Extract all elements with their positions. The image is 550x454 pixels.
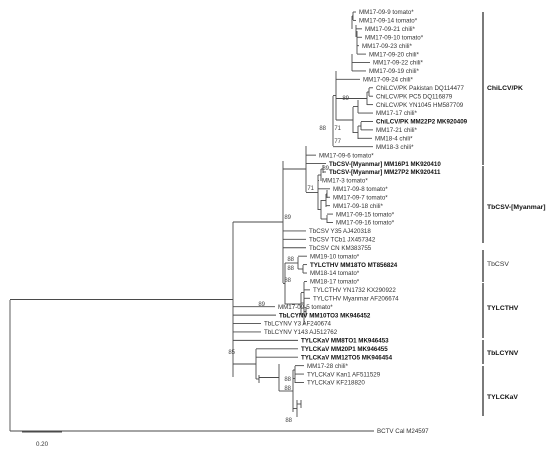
- taxon-label: MM17-09-18 chili*: [333, 203, 383, 210]
- taxon-label: MM17-09-10 tomato*: [365, 34, 424, 41]
- clade-label: TbCSV-[Myanmar]: [487, 204, 546, 211]
- clade-label: ChiLCV/PK: [487, 85, 523, 92]
- taxon-labels: MM17-09-9 tomato*MM17-09-14 tomato*MM17-…: [264, 9, 468, 435]
- taxon-label: TYLCKaV MM8TO1 MK946453: [301, 338, 389, 345]
- clade-label: TYLCKaV: [487, 394, 518, 401]
- taxon-label: TYLCKaV KF218820: [307, 380, 365, 387]
- clade-label: TYLCTHV: [487, 305, 519, 312]
- taxon-label: MM18-14 tomato*: [310, 270, 360, 277]
- taxon-label: MM18-17 tomato*: [310, 279, 360, 286]
- scale-bar-label: 0.20: [36, 441, 49, 448]
- clade-label: TbCSV: [487, 261, 509, 268]
- taxon-label: TYLCKaV Kan1 AF511529: [307, 371, 381, 378]
- taxon-label: MM17-09-19 chili*: [369, 68, 419, 75]
- taxon-label: TbCSV-[Myanmar] MM27P2 MK920411: [329, 169, 441, 176]
- taxon-label: MM18-4 chili*: [375, 136, 413, 143]
- tree-branches: [9, 11, 374, 432]
- taxon-label: MM17-09-9 tomato*: [359, 9, 414, 16]
- taxon-label: MM17-09-16 tomato*: [336, 220, 395, 227]
- bootstrap-value: 88: [287, 257, 294, 263]
- bootstrap-value: 88: [284, 377, 291, 383]
- bootstrap-value: 85: [228, 350, 235, 356]
- bootstrap-value: 88: [287, 266, 294, 272]
- taxon-label: MM18-3 chili*: [376, 144, 414, 151]
- taxon-label: TYLCTHV Myanmar AF206674: [313, 295, 399, 302]
- taxon-label: TbCSV TCb1 JX457342: [309, 237, 376, 244]
- bootstrap-value: 88: [285, 418, 292, 424]
- taxon-label: TYLCKaV MM20P1 MK946455: [301, 346, 388, 353]
- taxon-label: TYLCKaV MM12TO5 MK946454: [301, 354, 393, 361]
- taxon-label: MM17-09-15 tomato*: [336, 211, 395, 218]
- taxon-label: MM17-17 chili*: [376, 110, 418, 117]
- taxon-label: MM17-09-8 tomato*: [333, 186, 388, 193]
- bootstrap-value: 77: [334, 139, 341, 145]
- taxon-label: MM17-09-23 chili*: [362, 43, 412, 50]
- bootstrap-value: 71: [334, 126, 341, 132]
- taxon-label: MM17-28 chili*: [307, 363, 349, 370]
- bootstrap-value: 89: [342, 96, 349, 102]
- clade-groups: ChiLCV/PK TbCSV-[Myanmar] TbCSV TYLCTHV TbLC…: [482, 12, 546, 416]
- taxon-label: MM17-09-21 chili*: [365, 26, 415, 33]
- bootstrap-value: 89: [322, 166, 329, 172]
- taxon-label: TYLCTHV MM18TO MT856824: [310, 262, 398, 269]
- taxon-label: MM17-09-14 tomato*: [359, 18, 418, 25]
- clade-label: TbLCYNV: [487, 350, 519, 357]
- taxon-label: TYLCTHV YN1732 KX290922: [313, 287, 396, 294]
- taxon-label: TbCSV Y35 AJ420318: [309, 228, 371, 235]
- taxon-label: MM17-09-5 tomato*: [278, 304, 333, 311]
- bootstrap-value: 89: [258, 302, 265, 308]
- taxon-label: MM17-09-6 tomato*: [319, 152, 374, 159]
- taxon-label: TbCSV CN KM383755: [309, 245, 372, 252]
- bootstrap-value: 89: [284, 215, 291, 221]
- taxon-label: ChiLCV/PK YN1045 HM587709: [376, 102, 464, 109]
- taxon-label: MM17-09-22 chili*: [373, 60, 423, 67]
- taxon-label: TbLCYNV Y143 AJ512762: [264, 329, 338, 336]
- taxon-label: TbLCYNV Y3 AF240674: [264, 321, 332, 328]
- bootstrap-value: 71: [307, 186, 314, 192]
- bootstrap-value: 88: [284, 278, 291, 284]
- taxon-label: ChiLCV/PK PC5 DQ116879: [376, 93, 453, 100]
- bootstrap-value: 88: [319, 126, 326, 132]
- bootstrap-values: 89 71 77 88 89 71 89 88 88 88 89 85 88 88 88: [228, 96, 349, 424]
- taxon-label: MM17-09-24 chili*: [363, 77, 413, 84]
- taxon-label: ChiLCV/PK MM22P2 MK920409: [376, 119, 468, 126]
- taxon-label: TbCSV-[Myanmar] MM16P1 MK920410: [329, 161, 441, 168]
- taxon-label: MM19-10 tomato*: [310, 253, 360, 260]
- taxon-label: MM17-09-20 chili*: [369, 51, 419, 58]
- taxon-label: TbLCYNV MM10TO3 MK946452: [279, 312, 371, 319]
- bootstrap-value: 88: [284, 386, 291, 392]
- scale-bar: 0.20: [22, 431, 62, 448]
- taxon-label: ChiLCV/PK Pakistan DQ114477: [376, 85, 464, 92]
- taxon-label: MM17-3 tomato*: [322, 178, 368, 185]
- taxon-label: BCTV Cal M24597: [377, 428, 429, 435]
- taxon-label: MM17-21 chili*: [376, 127, 418, 134]
- taxon-label: MM17-09-7 tomato*: [333, 194, 388, 201]
